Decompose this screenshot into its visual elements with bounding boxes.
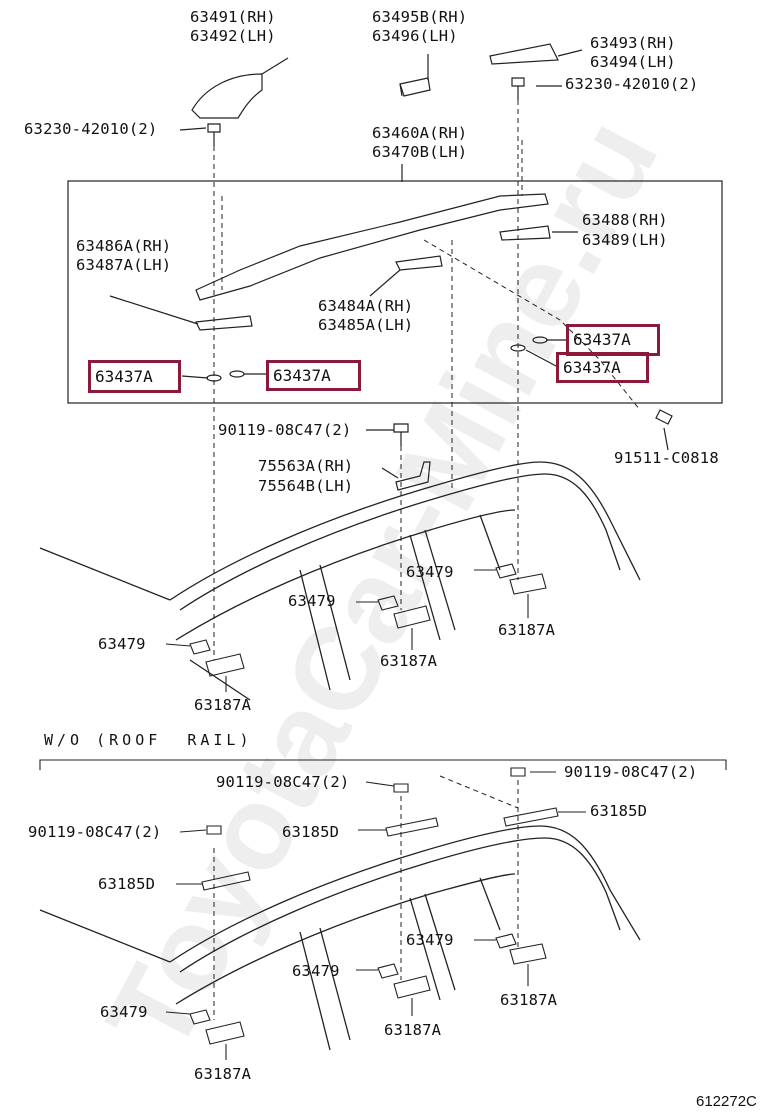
- callout-63437a-center[interactable]: 63437A: [266, 360, 361, 391]
- label-63185d-c: 63185D: [98, 875, 156, 893]
- roof-rail-bar: [195, 193, 549, 301]
- label-63187a-e: 63187A: [384, 1021, 442, 1039]
- label-63185d-a: 63185D: [590, 802, 648, 820]
- bolt-left: [207, 123, 221, 146]
- bolt-center: [393, 423, 409, 446]
- label-63488: 63488(RH): [582, 211, 668, 229]
- label-63486a: 63486A(RH): [76, 237, 172, 255]
- rail-joint-cover-part: [399, 77, 431, 97]
- label-63487a: 63487A(LH): [76, 256, 172, 274]
- end-cap-rear-part: [489, 43, 559, 65]
- label-63479-a: 63479: [406, 563, 454, 581]
- figure-id: 612272C: [696, 1093, 757, 1110]
- callout-63437a-left[interactable]: 63437A: [88, 360, 181, 393]
- label-63489: 63489(LH): [582, 231, 668, 249]
- label-90119-b2: 90119-08C47(2): [216, 773, 350, 791]
- label-63494: 63494(LH): [590, 53, 676, 71]
- label-63187a-f: 63187A: [194, 1065, 252, 1083]
- rail-pad-front: [195, 315, 253, 331]
- end-cap-front-part: [191, 73, 263, 119]
- bolt-right: [511, 77, 525, 100]
- label-63496: 63496(LH): [372, 27, 458, 45]
- label-90119-b1: 90119-08C47(2): [564, 763, 698, 781]
- rail-pad-rear: [499, 225, 551, 241]
- label-75563a: 75563A(RH): [258, 457, 354, 475]
- label-63492: 63492(LH): [190, 27, 276, 45]
- label-91511: 91511-C0818: [614, 449, 719, 467]
- label-63479-c: 63479: [98, 635, 146, 653]
- label-63470b: 63470B(LH): [372, 143, 468, 161]
- label-90119-top: 90119-08C47(2): [218, 421, 352, 439]
- label-63484a: 63484A(RH): [318, 297, 414, 315]
- label-63495b: 63495B(RH): [372, 8, 468, 26]
- label-90119-b3: 90119-08C47(2): [28, 823, 162, 841]
- callout-63437a-lower-right[interactable]: 63437A: [556, 352, 649, 383]
- rail-pad-center: [395, 255, 443, 271]
- label-63491: 63491(RH): [190, 8, 276, 26]
- assembly-frame: [67, 180, 723, 404]
- label-63230-left: 63230-42010(2): [24, 120, 158, 138]
- screw-91511: [655, 409, 673, 425]
- label-63187a-d: 63187A: [500, 991, 558, 1009]
- label-63479-f: 63479: [100, 1003, 148, 1021]
- section-title: W/O (ROOF RAIL): [44, 731, 253, 749]
- label-63493: 63493(RH): [590, 34, 676, 52]
- label-63479-b: 63479: [288, 592, 336, 610]
- label-63460a: 63460A(RH): [372, 124, 468, 142]
- label-63187a-b: 63187A: [380, 652, 438, 670]
- label-63185d-b: 63185D: [282, 823, 340, 841]
- label-75564b: 75564B(LH): [258, 477, 354, 495]
- label-63230-right: 63230-42010(2): [565, 75, 699, 93]
- label-63187a-a: 63187A: [498, 621, 556, 639]
- label-63479-d: 63479: [406, 931, 454, 949]
- label-63485a: 63485A(LH): [318, 316, 414, 334]
- label-63479-e: 63479: [292, 962, 340, 980]
- label-63187a-c: 63187A: [194, 696, 252, 714]
